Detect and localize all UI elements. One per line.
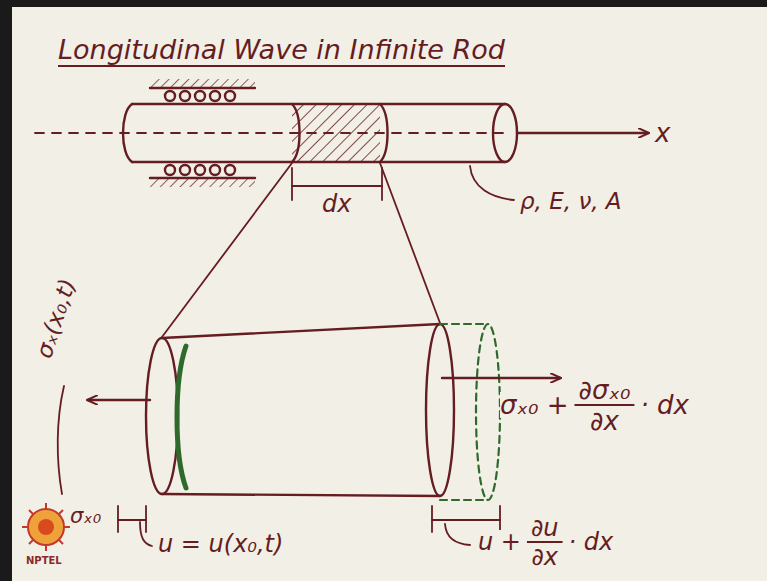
displaced-face — [440, 324, 500, 500]
nptel-logo — [22, 503, 70, 551]
rod — [123, 104, 517, 162]
slide-title: Longitudinal Wave in Infinite Rod — [58, 34, 505, 67]
ground-hatch — [150, 79, 255, 88]
leader-line — [470, 166, 514, 200]
stress-label: ∂x — [590, 408, 619, 434]
stress-arrow — [88, 399, 150, 401]
logo-text: NPTEL — [26, 556, 62, 566]
stress-label: · dx — [640, 392, 688, 418]
ground-line — [150, 87, 255, 89]
displacement-label: · dx — [569, 530, 614, 554]
stress-label: σₓ₀ + — [500, 392, 569, 418]
center-line — [35, 132, 505, 134]
displacement-label: u = u(x₀,t) — [158, 532, 283, 556]
ground-hatch — [150, 178, 255, 187]
frame-edge — [0, 0, 12, 581]
displacement-label: ∂x — [531, 545, 558, 569]
fraction-bar — [575, 404, 635, 406]
axis-arrow — [517, 132, 648, 134]
axis-label: x — [655, 120, 670, 146]
stress-arrow — [442, 377, 560, 379]
displacement-label: u + — [478, 530, 521, 554]
stress-label: σₓ(x₀,t) — [32, 275, 79, 360]
material-properties: ρ, E, ν, A — [520, 190, 622, 213]
fraction-bar — [527, 541, 563, 543]
dimension-label: dx — [322, 192, 351, 216]
zoom-line — [162, 163, 292, 337]
stress-label: ∂σₓ₀ — [579, 377, 631, 403]
leader-line — [58, 386, 64, 494]
frame-edge — [0, 0, 767, 7]
stress-label: σₓ₀ — [70, 506, 101, 527]
zoom-line — [380, 163, 440, 323]
fraction-bars — [527, 405, 634, 542]
displacement-label: ∂u — [531, 516, 559, 540]
displaced-face — [177, 346, 186, 488]
rod-element — [146, 324, 454, 496]
